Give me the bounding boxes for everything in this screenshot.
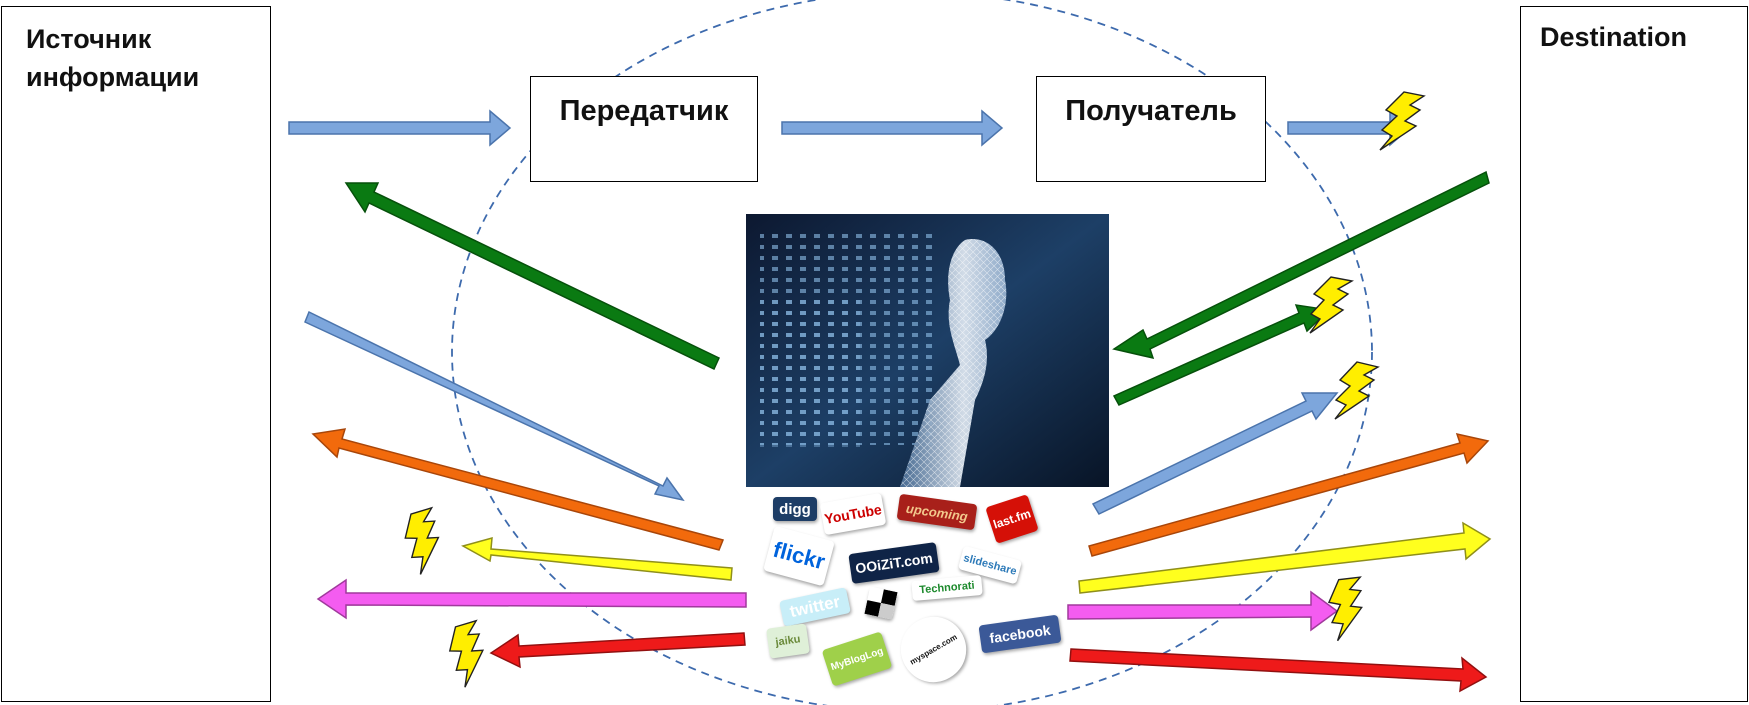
lightning-icon [1327, 576, 1363, 642]
delicious-icon [864, 586, 898, 620]
lightning-icon [1309, 276, 1354, 334]
transmitter-label: Передатчик [559, 95, 729, 127]
arrow-blue-diagonal-right [1091, 392, 1339, 515]
lightning-icon [448, 619, 485, 688]
arrow-green-feedback-left [344, 182, 720, 371]
arrow-magenta-left [316, 578, 747, 620]
arrow-red-right [1069, 648, 1488, 693]
arrow-orange-left [311, 428, 725, 551]
arrow-yellow-right [1078, 521, 1492, 594]
network-circle [451, 0, 1373, 705]
lightning-icon [404, 506, 440, 575]
arrow-transmitter-to-receiver [781, 109, 1004, 147]
receiver-box [1036, 76, 1266, 182]
ai-head-image [746, 214, 1109, 487]
source-box [1, 6, 271, 702]
arrow-green-outgoing-right [1112, 304, 1331, 406]
arrow-orange-right [1088, 432, 1490, 557]
arrow-magenta-right [1067, 590, 1339, 632]
lightning-icon [1334, 361, 1380, 420]
receiver-label: Получатель [1065, 95, 1237, 127]
arrow-red-left [489, 632, 746, 669]
lightning-icon [1379, 91, 1426, 151]
arrow-yellow-left [461, 536, 733, 581]
source-label-line-2: информации [26, 62, 200, 92]
destination-label: Destination [1540, 22, 1688, 52]
destination-box [1520, 6, 1748, 702]
source-label-line-1: Источник [26, 24, 152, 54]
transmitter-box [530, 76, 758, 182]
digg-logo: digg [773, 497, 817, 521]
arrow-green-feedback-right [1112, 170, 1490, 360]
jaiku-logo: jaiku [766, 623, 810, 659]
arrow-source-to-transmitter [288, 109, 512, 147]
source-label: Источник информации [26, 20, 199, 96]
arrow-blue-diagonal-left [304, 310, 685, 502]
delicious-logo [864, 586, 898, 620]
